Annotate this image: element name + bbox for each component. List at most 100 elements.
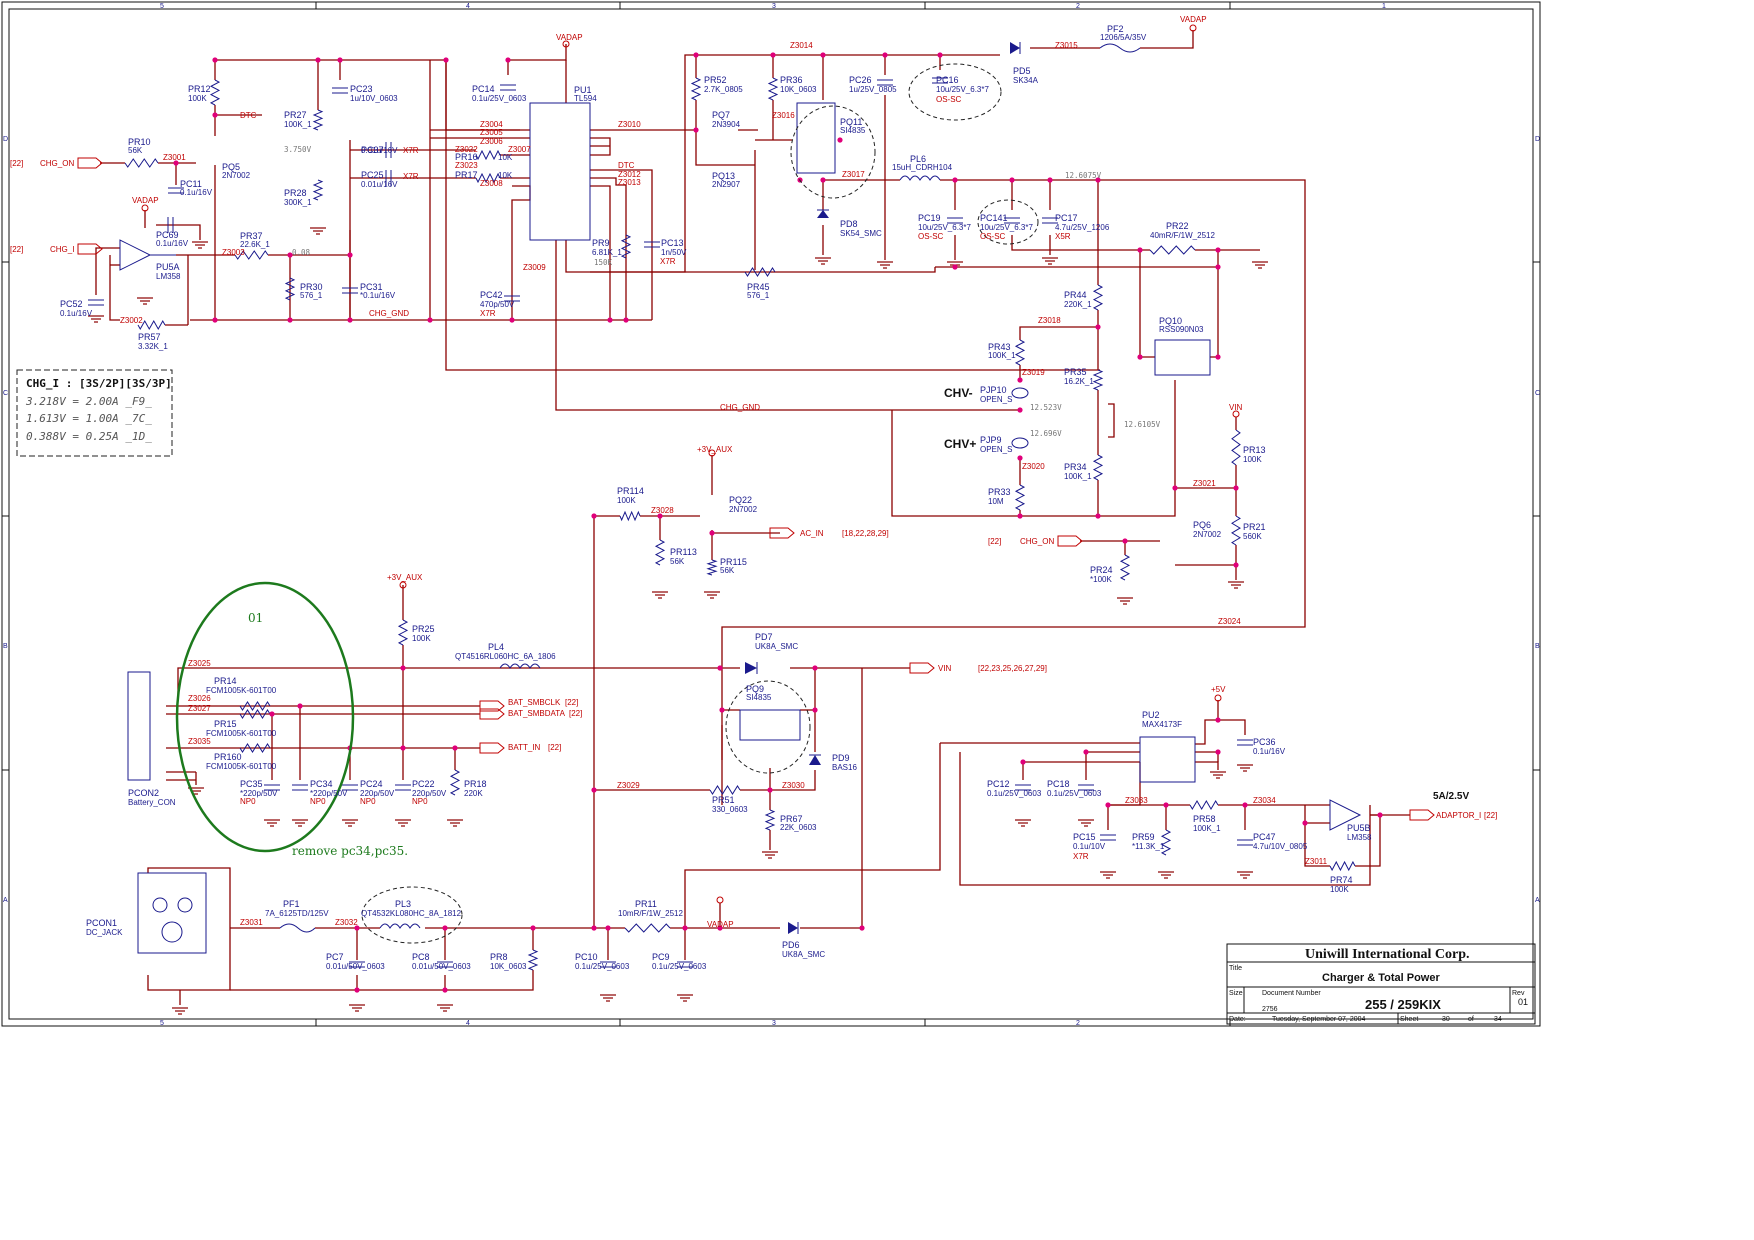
cap-type-tag: NP0 (360, 797, 376, 806)
junction-dot (719, 707, 725, 713)
junction-dot (1095, 177, 1101, 183)
junction-dot (1009, 177, 1015, 183)
component-value: LM358 (1347, 833, 1372, 842)
net-z3020: Z3020 (1022, 462, 1045, 471)
component-ref: PU1 (574, 85, 592, 95)
component-ref: PC47 (1253, 832, 1276, 842)
resistor (234, 250, 269, 260)
component-value: 10u/25V_6.3*7 (980, 223, 1033, 232)
junction-dot (347, 252, 353, 258)
component-value: 220K (464, 789, 483, 798)
component-ref: PC22 (412, 779, 435, 789)
component-value: 0.1u/25V_0603 (575, 962, 630, 971)
component-value: 0.1u/25V_0603 (652, 962, 707, 971)
chg-i-note-row: 1.613V = 1.00A _7C_ (26, 412, 152, 425)
component-ref: PR8 (490, 952, 508, 962)
junction-dot (1215, 247, 1221, 253)
component-ref: PR51 (712, 795, 735, 805)
rev-label: Rev (1512, 990, 1525, 997)
junction-dot (657, 513, 663, 519)
junction-dot (1233, 562, 1239, 568)
component-value: 0.01u/16V (361, 146, 398, 155)
component-ref: PR36 (780, 75, 803, 85)
row-label: C (1535, 390, 1540, 397)
ref-22: [22] (548, 743, 561, 752)
resistor (1160, 829, 1172, 856)
resistor (1231, 515, 1241, 546)
component-value: RSS090N03 (1159, 325, 1204, 334)
date-value: Tuesday, September 07, 2004 (1272, 1016, 1365, 1023)
pcon1-dc-jack (137, 872, 207, 954)
dtc-label: DTC (618, 161, 635, 170)
resistor (239, 701, 271, 711)
net-z3030: Z3030 (782, 781, 805, 790)
component-value: 2N7002 (1193, 530, 1222, 539)
resistor (764, 809, 776, 831)
net-z3006: Z3006 (480, 137, 503, 146)
component-ref: PC42 (480, 290, 503, 300)
pd7-diode (745, 662, 757, 674)
component-ref: PR58 (1193, 814, 1216, 824)
junction-dot (400, 745, 406, 751)
wires-bottom (147, 585, 1410, 1005)
junction-dot (1215, 749, 1221, 755)
component-value: OPEN_S (980, 395, 1012, 404)
junction-dot (315, 57, 321, 63)
junction-dot (1137, 354, 1143, 360)
net-z3003: Z3003 (222, 248, 245, 257)
pcon2-battery-connector (127, 671, 151, 781)
net-z3021: Z3021 (1193, 479, 1216, 488)
pq11-si4835 (796, 102, 836, 174)
annotations: 01 remove pc34,pc35. CHG_I : [3S/2P][3S/… (16, 63, 1469, 944)
component-ref: PR28 (284, 188, 307, 198)
component-value: 100K (188, 94, 207, 103)
resistor (1092, 454, 1104, 481)
dielectric-tag: X5R (1055, 232, 1071, 241)
junction-dot (770, 52, 776, 58)
component-value: 0.1u/25V_0603 (1047, 789, 1102, 798)
pq10-rss090n03 (1154, 339, 1211, 376)
pjp10-jumper (1011, 387, 1029, 399)
row-label: A (1535, 897, 1540, 904)
component-ref: PD7 (755, 632, 773, 642)
junction-dot (837, 137, 843, 143)
voltage-readout: 12.6075V (1065, 171, 1102, 180)
pl4-inductor (499, 663, 541, 669)
pd5-diode (1010, 42, 1020, 54)
component-value: 10K (498, 171, 513, 180)
resistor (1329, 860, 1356, 872)
junction-dot (173, 160, 179, 166)
component-value: QT4516RL060HC_6A_1806 (455, 652, 556, 661)
ground-symbols (88, 227, 1268, 1015)
voltage-readout: 150K (594, 258, 613, 267)
junction-dot (859, 925, 865, 931)
ref-22: [22] (1484, 811, 1497, 820)
pq9-si4835 (739, 709, 801, 741)
component-ref: PR45 (747, 282, 770, 292)
junction-dot (1163, 802, 1169, 808)
net-z3025: Z3025 (188, 659, 211, 668)
resistor (767, 77, 779, 101)
component-ref: PF2 (1107, 24, 1124, 34)
component-ref: PC7 (326, 952, 344, 962)
junction-dot (509, 317, 515, 323)
cap-type-tag: NP0 (310, 797, 326, 806)
component-value: 2N2907 (712, 180, 741, 189)
component-ref: PR25 (412, 624, 435, 634)
component-ref: PR52 (704, 75, 727, 85)
junction-dot (1137, 247, 1143, 253)
wires (95, 30, 1306, 928)
junction-dot (591, 513, 597, 519)
component-value: LM358 (156, 272, 181, 281)
component-ref: PC35 (240, 779, 263, 789)
row-label: C (3, 390, 8, 397)
resistor (1092, 369, 1104, 391)
component-ref: PD6 (782, 940, 800, 950)
junction-dot (442, 925, 448, 931)
component-ref: PC31 (360, 282, 383, 292)
junction-dot (1302, 820, 1308, 826)
net-z3031: Z3031 (240, 918, 263, 927)
resistors (124, 77, 1356, 971)
net-z3032: Z3032 (335, 918, 358, 927)
component-ref: PR59 (1132, 832, 1155, 842)
